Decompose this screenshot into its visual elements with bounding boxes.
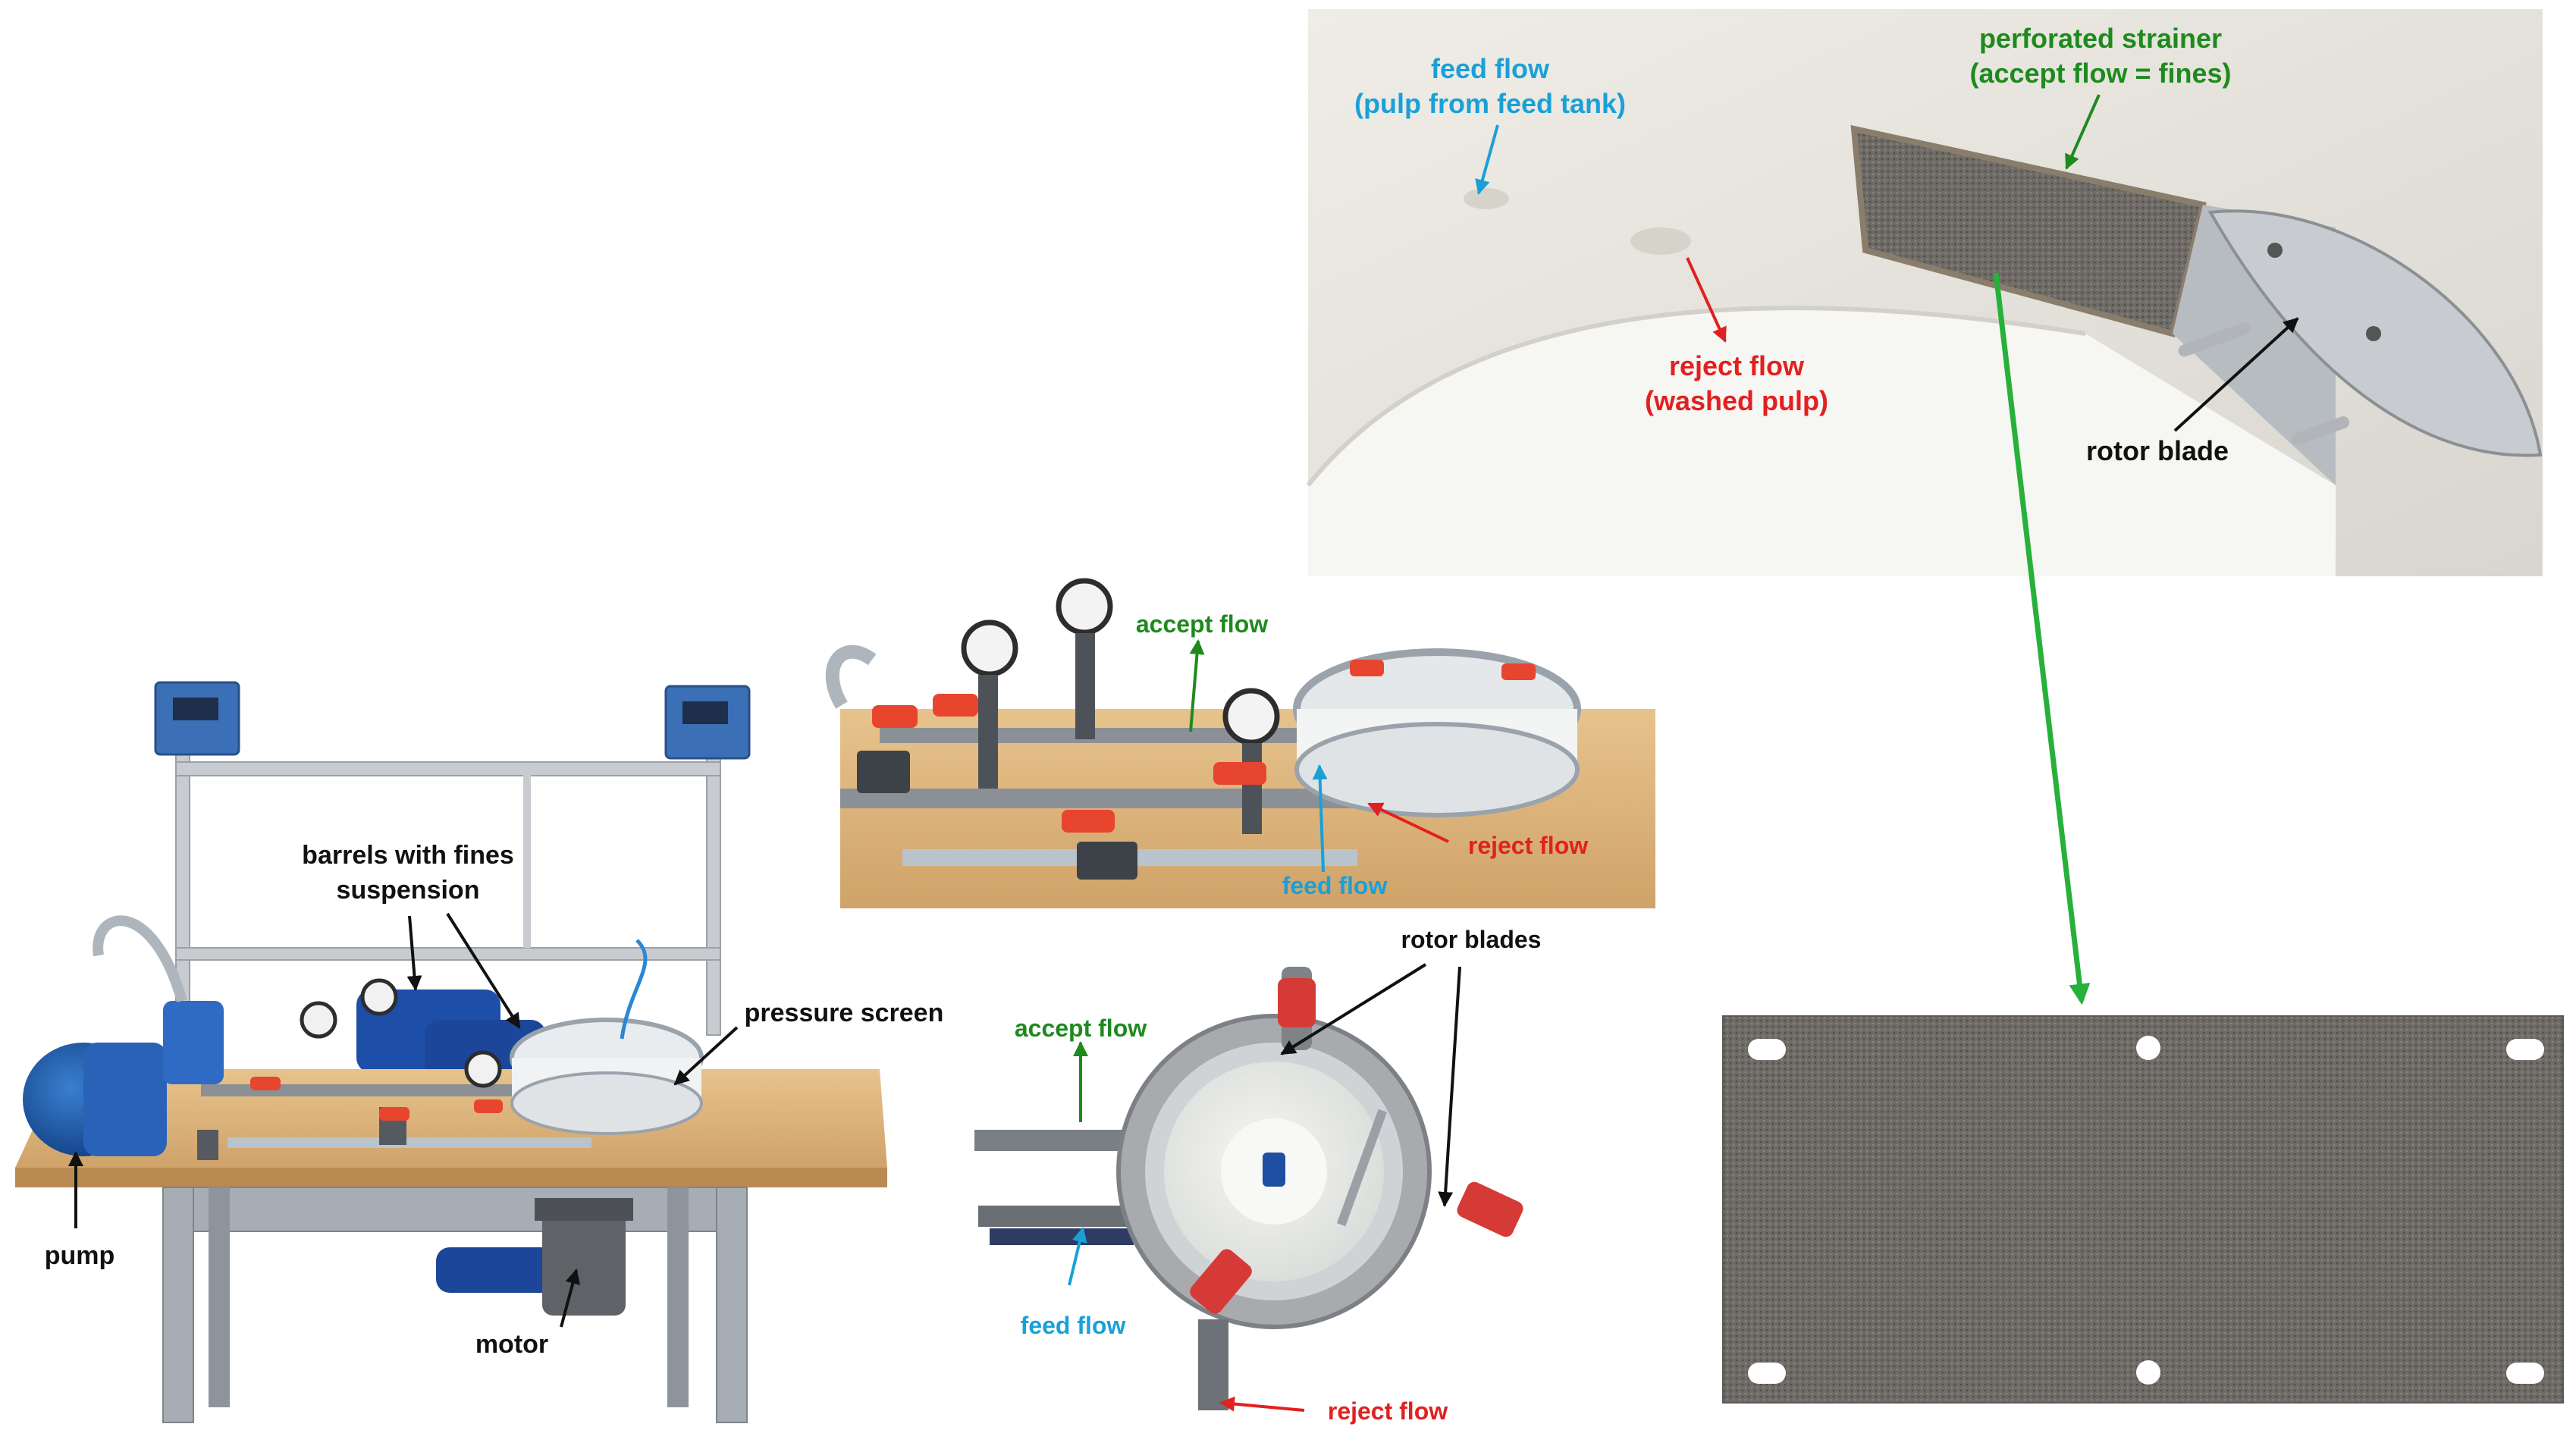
strainer-plate-photo [1722, 1015, 2564, 1404]
arrow-feed-flow-top [1068, 1227, 1087, 1286]
arrow-barrels-1 [406, 915, 422, 991]
label-feed-flow-interior: feed flow (pulp from feed tank) [1319, 52, 1661, 121]
label-accept-flow-top: accept flow [1014, 1015, 1147, 1042]
label-feed-flow-interior-line1: feed flow [1430, 53, 1549, 84]
label-reject-flow-interior-line2: (washed pulp) [1645, 385, 1828, 416]
arrow-barrels-2 [446, 912, 521, 1029]
arrow-rotor-blades-1 [1280, 963, 1427, 1055]
interior-photo [1306, 9, 2543, 576]
label-reject-flow-piping: reject flow [1467, 832, 1589, 859]
overview-photo [15, 681, 887, 1423]
label-feed-flow-top: feed flow [1020, 1312, 1126, 1339]
label-pressure-screen: pressure screen [744, 999, 944, 1027]
piping-photo [825, 578, 1655, 908]
label-pump: pump [44, 1241, 115, 1270]
arrow-strainer [2065, 94, 2101, 170]
arrow-rotor-blades-2 [1438, 966, 1461, 1207]
pressure-gauge [300, 1001, 337, 1039]
label-accept-flow-piping: accept flow [1135, 610, 1269, 638]
label-strainer: perforated strainer (accept flow = fines… [1926, 21, 2275, 91]
zoom-arrow [1993, 272, 2091, 1005]
arrow-feed-flow-interior [1475, 124, 1499, 195]
motor-body [542, 1209, 626, 1316]
label-strainer-line1: perforated strainer [1978, 23, 2223, 54]
label-reject-flow-interior: reject flow (washed pulp) [1600, 349, 1873, 419]
label-reject-flow-interior-line1: reject flow [1668, 350, 1805, 381]
label-rotor-blades: rotor blades [1401, 926, 1542, 953]
label-motor: motor [475, 1330, 549, 1359]
label-barrels: barrels with fines suspension [241, 838, 575, 908]
top-view-photo [974, 967, 1523, 1410]
arrow-pressure-screen [673, 1026, 739, 1086]
arrow-reject-flow-top [1219, 1396, 1305, 1412]
label-strainer-line2: (accept flow = fines) [1969, 58, 2232, 89]
label-rotor-blade: rotor blade [2085, 435, 2229, 466]
label-barrels-line2: suspension [336, 876, 480, 905]
label-feed-flow-interior-line2: (pulp from feed tank) [1354, 88, 1626, 119]
callout-arrows [68, 94, 2299, 1412]
label-reject-flow-top: reject flow [1327, 1397, 1448, 1425]
arrow-rotor-blade [2173, 317, 2299, 432]
label-feed-flow-piping: feed flow [1282, 872, 1388, 899]
arrow-reject-flow-piping [1367, 802, 1449, 843]
arrow-feed-flow-piping [1312, 764, 1328, 873]
arrow-reject-flow-interior [1686, 257, 1727, 343]
arrow-accept-flow-piping [1189, 639, 1205, 732]
label-barrels-line1: barrels with fines [302, 841, 514, 870]
arrow-motor [560, 1269, 581, 1328]
